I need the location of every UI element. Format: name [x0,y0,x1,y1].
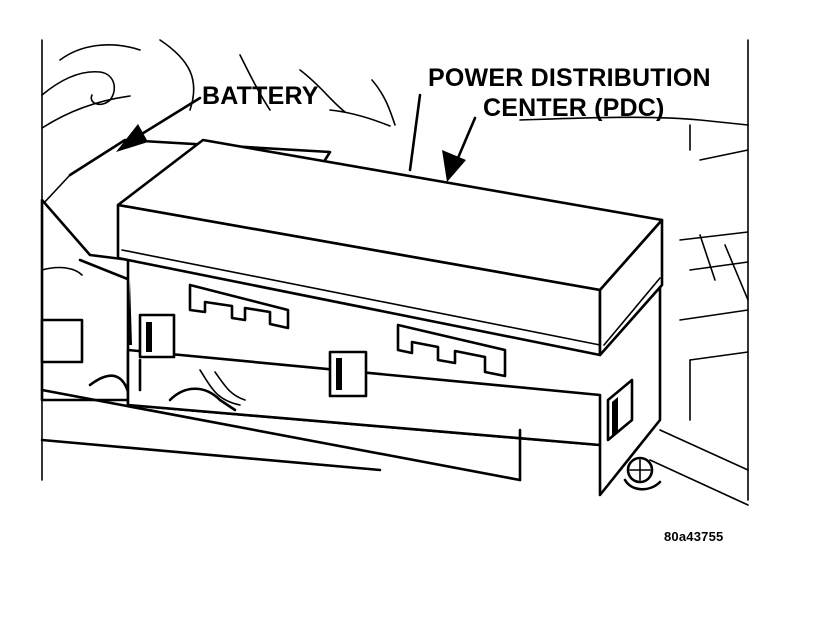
pdc-arrow [442,116,477,182]
pdc-label-line1: POWER DISTRIBUTION [428,64,711,92]
battery-arrow [116,96,202,152]
figure-id: 80a43755 [664,529,724,544]
pdc-label-line2: CENTER (PDC) [483,94,665,122]
battery-label: BATTERY [202,82,319,110]
engine-bay-background [41,39,749,506]
pdc-box [40,138,664,497]
